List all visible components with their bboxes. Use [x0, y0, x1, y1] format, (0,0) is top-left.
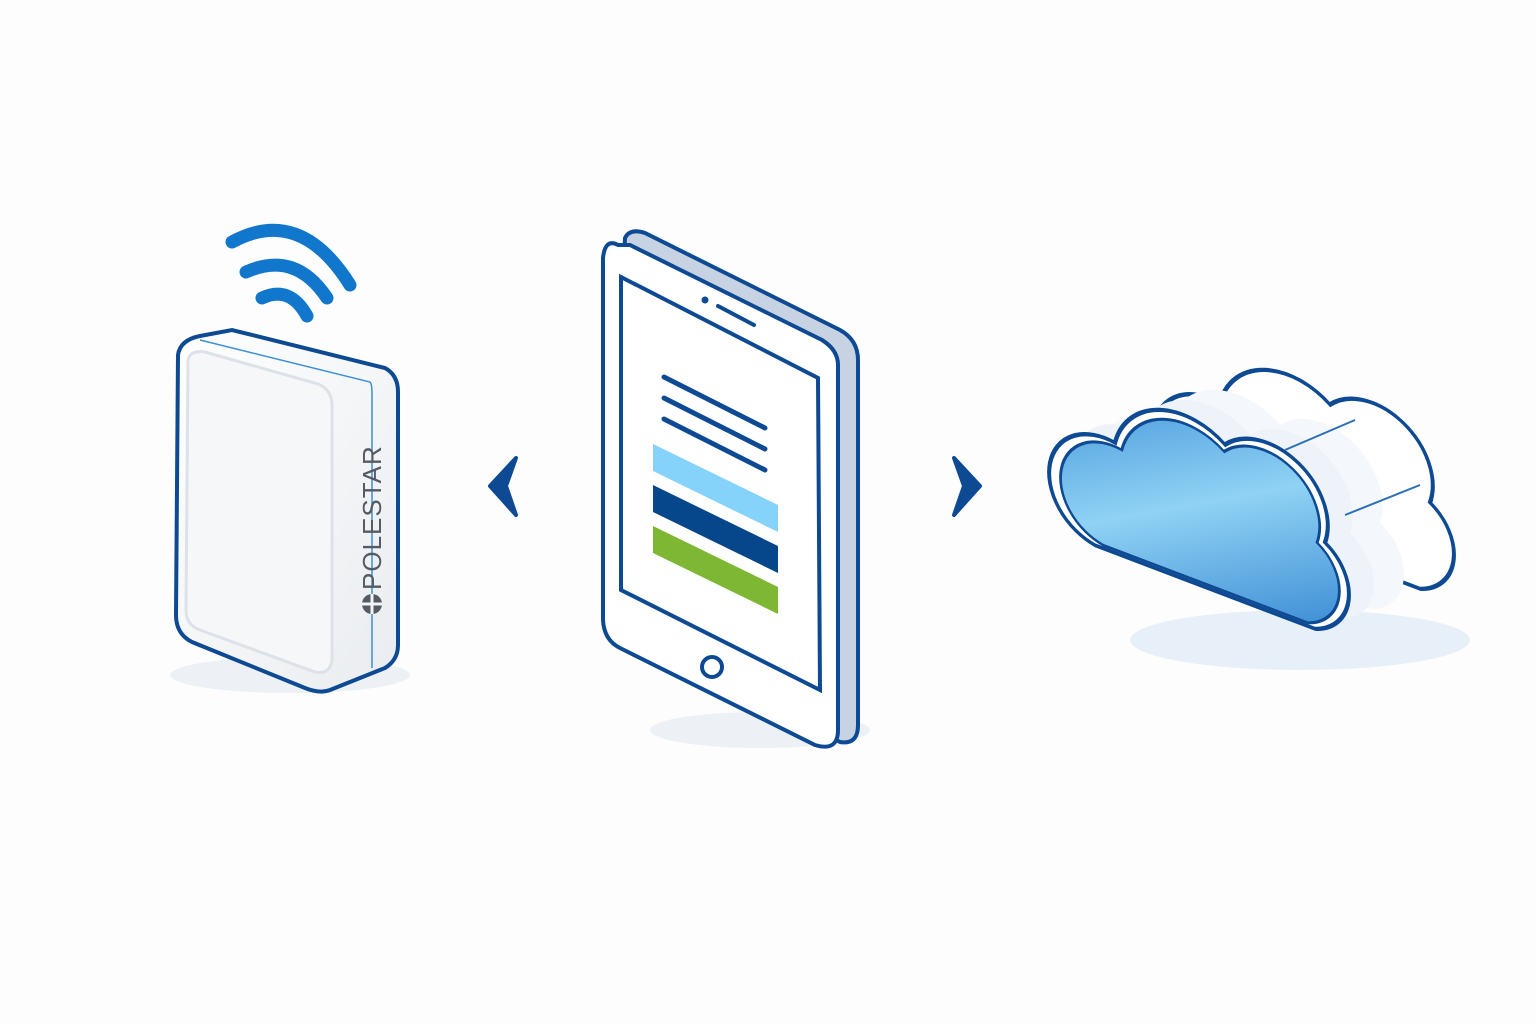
- cloud-icon: [1049, 320, 1470, 670]
- chevron-right-icon[interactable]: [952, 456, 982, 517]
- polestar-device: POLESTAR: [170, 327, 410, 694]
- wifi-icon: [225, 223, 357, 323]
- bar-dark-blue: [653, 485, 778, 573]
- logo-text: POLESTAR: [357, 445, 387, 590]
- home-button[interactable]: [700, 655, 724, 679]
- text-lines: [661, 374, 768, 473]
- polestar-logo: POLESTAR: [357, 445, 387, 614]
- camera-icon: [701, 296, 709, 304]
- chevron-left-icon[interactable]: [488, 456, 518, 517]
- bar-green: [653, 526, 778, 614]
- bar-light-blue: [653, 444, 778, 532]
- tablet-icon: [601, 229, 870, 749]
